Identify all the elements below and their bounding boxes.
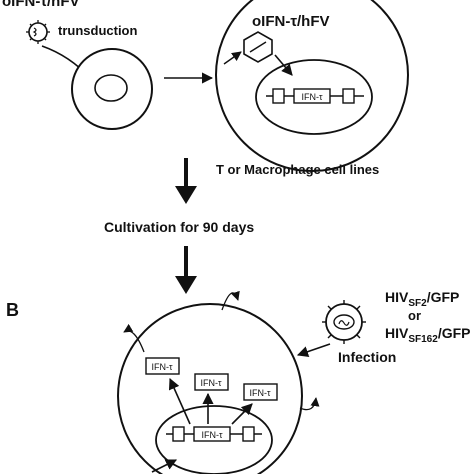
gene-label-bottom: IFN-τ	[201, 430, 222, 440]
infection-arrow	[296, 343, 331, 358]
expression-arrow-3	[231, 403, 253, 425]
expression-arrow-1	[168, 377, 191, 425]
protein-label-3: IFN-τ	[249, 388, 270, 398]
gene-cassette-bottom: IFN-τ	[166, 426, 262, 442]
transduction-label: trunsduction	[58, 23, 137, 38]
protein-label-2: IFN-τ	[200, 378, 221, 388]
vector-virion-hexagon	[243, 31, 273, 63]
cultivation-label: Cultivation for 90 days	[104, 219, 254, 235]
vector-label-in-cell: oIFN-τ/hFV	[252, 13, 330, 30]
hiv-strain-1: HIVSF2/GFP	[385, 289, 459, 309]
protein-box-1: IFN-τ	[145, 357, 180, 375]
vector-label-top: oIFN-τ/hFV	[2, 0, 80, 10]
integration-arrow	[274, 54, 293, 76]
protein-box-3: IFN-τ	[243, 383, 278, 401]
protein-box-2: IFN-τ	[194, 373, 229, 391]
secretion-arrow-right	[299, 397, 320, 411]
cultivation-arrow-bottom	[175, 246, 197, 294]
recipient-cell-nucleus	[94, 74, 128, 102]
infection-label: Infection	[338, 349, 396, 365]
cell-lines-label: T or Macrophage cell lines	[216, 162, 379, 177]
cultivation-arrow-top	[175, 158, 197, 204]
or-label: or	[408, 308, 421, 323]
secretion-arrow-top	[221, 290, 240, 311]
gene-cassette-top: IFN-τ	[266, 88, 364, 104]
gene-label-top: IFN-τ	[301, 92, 322, 102]
recipient-cell	[71, 48, 153, 130]
virus-particle-top	[26, 20, 50, 44]
protein-label-1: IFN-τ	[151, 362, 172, 372]
hiv-virus-particle	[322, 300, 366, 344]
inhibition-mark	[151, 459, 178, 473]
panel-b-label: B	[6, 300, 19, 320]
virion-entry-arrow	[223, 51, 242, 65]
secretion-arrow-left	[123, 323, 145, 353]
hiv-strain-2: HIVSF162/GFP	[385, 325, 470, 345]
